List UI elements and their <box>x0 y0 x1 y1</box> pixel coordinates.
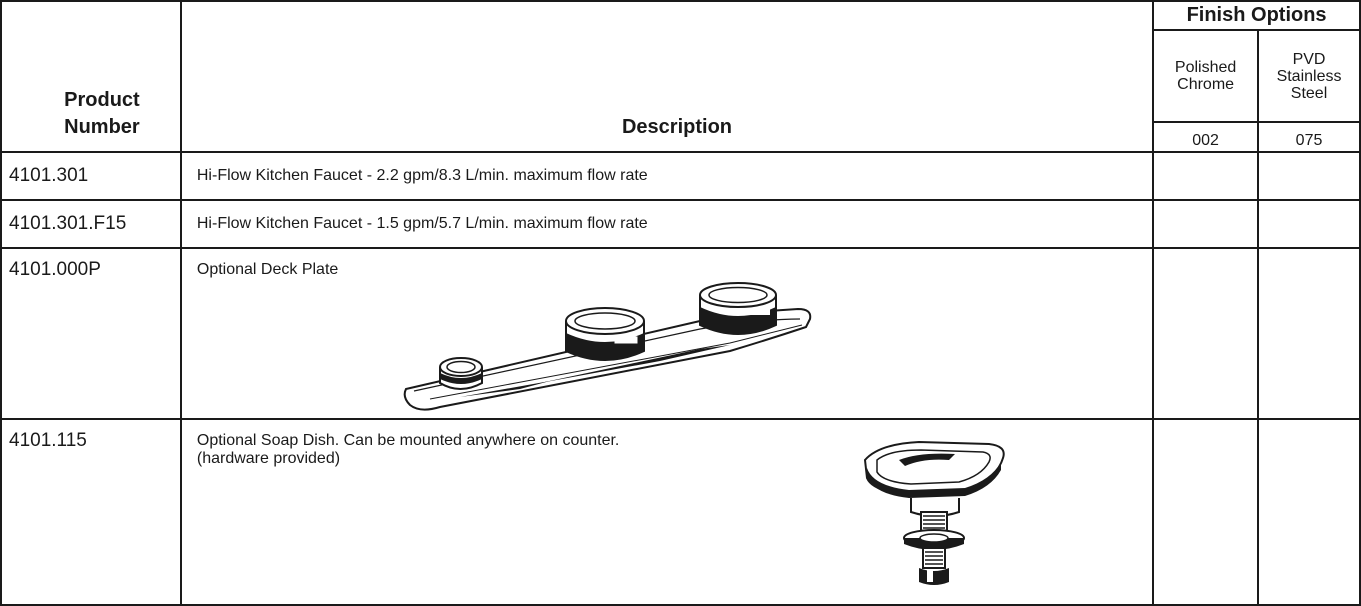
product-description: Hi-Flow Kitchen Faucet - 2.2 gpm/8.3 L/m… <box>179 151 1155 201</box>
finish-cell <box>1257 418 1361 606</box>
finish-cell <box>1257 247 1361 420</box>
finish-pvd-stainless-steel: PVD Stainless Steel <box>1257 29 1361 123</box>
header-product-number: Product Number <box>0 0 182 153</box>
table-row: 4101.115 Optional Soap Dish. Can be moun… <box>0 418 1361 606</box>
deck-plate-illustration <box>403 282 812 411</box>
finish-cell <box>1152 418 1260 606</box>
product-description-cell: Optional Soap Dish. Can be mounted anywh… <box>179 418 1155 606</box>
table-row: 4101.301 Hi-Flow Kitchen Faucet - 2.2 gp… <box>0 151 1361 201</box>
product-description: Hi-Flow Kitchen Faucet - 1.5 gpm/5.7 L/m… <box>179 199 1155 249</box>
header-description-label: Description <box>621 116 733 138</box>
table-row: 4101.000P Optional Deck Plate <box>0 247 1361 420</box>
product-number: 4101.000P <box>0 247 182 420</box>
product-number: 4101.115 <box>0 418 182 606</box>
finish-cell <box>1152 247 1260 420</box>
finish-cell <box>1257 151 1361 201</box>
table-row: 4101.301.F15 Hi-Flow Kitchen Faucet - 1.… <box>0 199 1361 249</box>
finish-code-075: 075 <box>1257 121 1361 153</box>
finish-cell <box>1257 199 1361 249</box>
product-description: Optional Deck Plate <box>196 261 339 278</box>
product-description-cell: Optional Deck Plate <box>179 247 1155 420</box>
soap-dish-illustration <box>863 440 1005 585</box>
finish-code-002: 002 <box>1152 121 1260 153</box>
product-number: 4101.301.F15 <box>0 199 182 249</box>
product-description: Optional Soap Dish. Can be mounted anywh… <box>196 432 620 449</box>
finish-cell <box>1152 199 1260 249</box>
header-finish-options: Finish Options <box>1152 0 1361 31</box>
header-product-number-line2: Number <box>64 116 140 138</box>
header-description: Description <box>179 0 1155 153</box>
header-product-number-line1: Product <box>64 89 140 111</box>
finish-cell <box>1152 151 1260 201</box>
finish-polished-chrome: Polished Chrome <box>1152 29 1260 123</box>
product-number: 4101.301 <box>0 151 182 201</box>
product-description-note: (hardware provided) <box>196 450 341 467</box>
